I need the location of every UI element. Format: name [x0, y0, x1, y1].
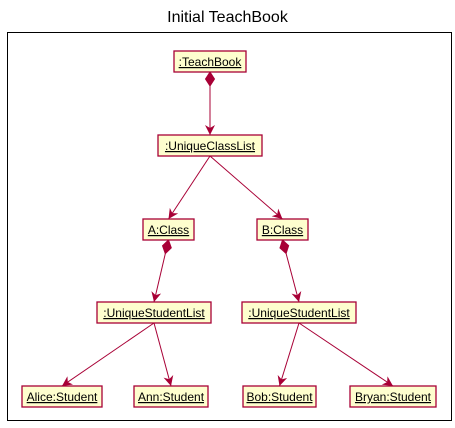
- object-box: [142, 218, 195, 241]
- relation-aclass-to-studentlist-a: [151, 239, 172, 303]
- object-label: :UniqueStudentList: [248, 306, 350, 320]
- object-label: Bryan:Student: [355, 390, 432, 404]
- object-box: [21, 385, 103, 408]
- object-alice: Alice:Student: [21, 385, 103, 408]
- relation-line: [298, 322, 394, 387]
- relation-teachbook-to-uniqueclasslist: [204, 71, 216, 135]
- object-box: [133, 385, 209, 408]
- object-bob: Bob:Student: [242, 385, 317, 408]
- relation-line: [285, 253, 302, 303]
- object-aclass: A:Class: [142, 218, 195, 241]
- relation-line: [168, 155, 211, 220]
- object-label: A:Class: [148, 223, 189, 237]
- object-label: B:Class: [262, 223, 303, 237]
- diagram-frame: [7, 32, 452, 421]
- relation-line: [209, 155, 283, 220]
- object-ann: Ann:Student: [133, 385, 209, 408]
- relation-uniqueclasslist-to-bclass: [209, 155, 283, 220]
- object-studentlist-a: :UniqueStudentList: [96, 301, 212, 324]
- relation-line: [151, 253, 166, 303]
- object-uniqueclasslist: :UniqueClassList: [157, 134, 263, 157]
- object-label: Ann:Student: [138, 390, 205, 404]
- relation-studentlist-b-to-bryan: [298, 322, 394, 387]
- object-box: [242, 385, 317, 408]
- object-label: :UniqueClassList: [165, 139, 256, 153]
- relation-line: [61, 322, 155, 387]
- object-teachbook: :TeachBook: [173, 50, 247, 73]
- relations-layer: [61, 71, 394, 387]
- relation-studentlist-a-to-alice: [61, 322, 155, 387]
- object-bryan: Bryan:Student: [349, 385, 437, 408]
- relation-studentlist-b-to-bob: [277, 322, 300, 387]
- relation-uniqueclasslist-to-aclass: [168, 155, 211, 220]
- object-box: [157, 134, 263, 157]
- object-box: [173, 50, 247, 73]
- object-box: [241, 301, 357, 324]
- object-label: :TeachBook: [179, 55, 243, 69]
- object-label: Bob:Student: [246, 390, 313, 404]
- composition-diamond: [204, 71, 216, 87]
- relation-studentlist-a-to-ann: [153, 322, 174, 387]
- composition-diamond: [279, 239, 290, 255]
- object-box: [256, 218, 309, 241]
- object-box: [349, 385, 437, 408]
- object-bclass: B:Class: [256, 218, 309, 241]
- diagram-title: Initial TeachBook: [167, 9, 289, 26]
- object-label: :UniqueStudentList: [103, 306, 205, 320]
- object-box: [96, 301, 212, 324]
- relation-line: [277, 322, 300, 387]
- object-studentlist-b: :UniqueStudentList: [241, 301, 357, 324]
- relation-line: [153, 322, 174, 387]
- relation-bclass-to-studentlist-b: [279, 239, 302, 303]
- composition-diamond: [161, 239, 172, 255]
- object-label: Alice:Student: [27, 390, 98, 404]
